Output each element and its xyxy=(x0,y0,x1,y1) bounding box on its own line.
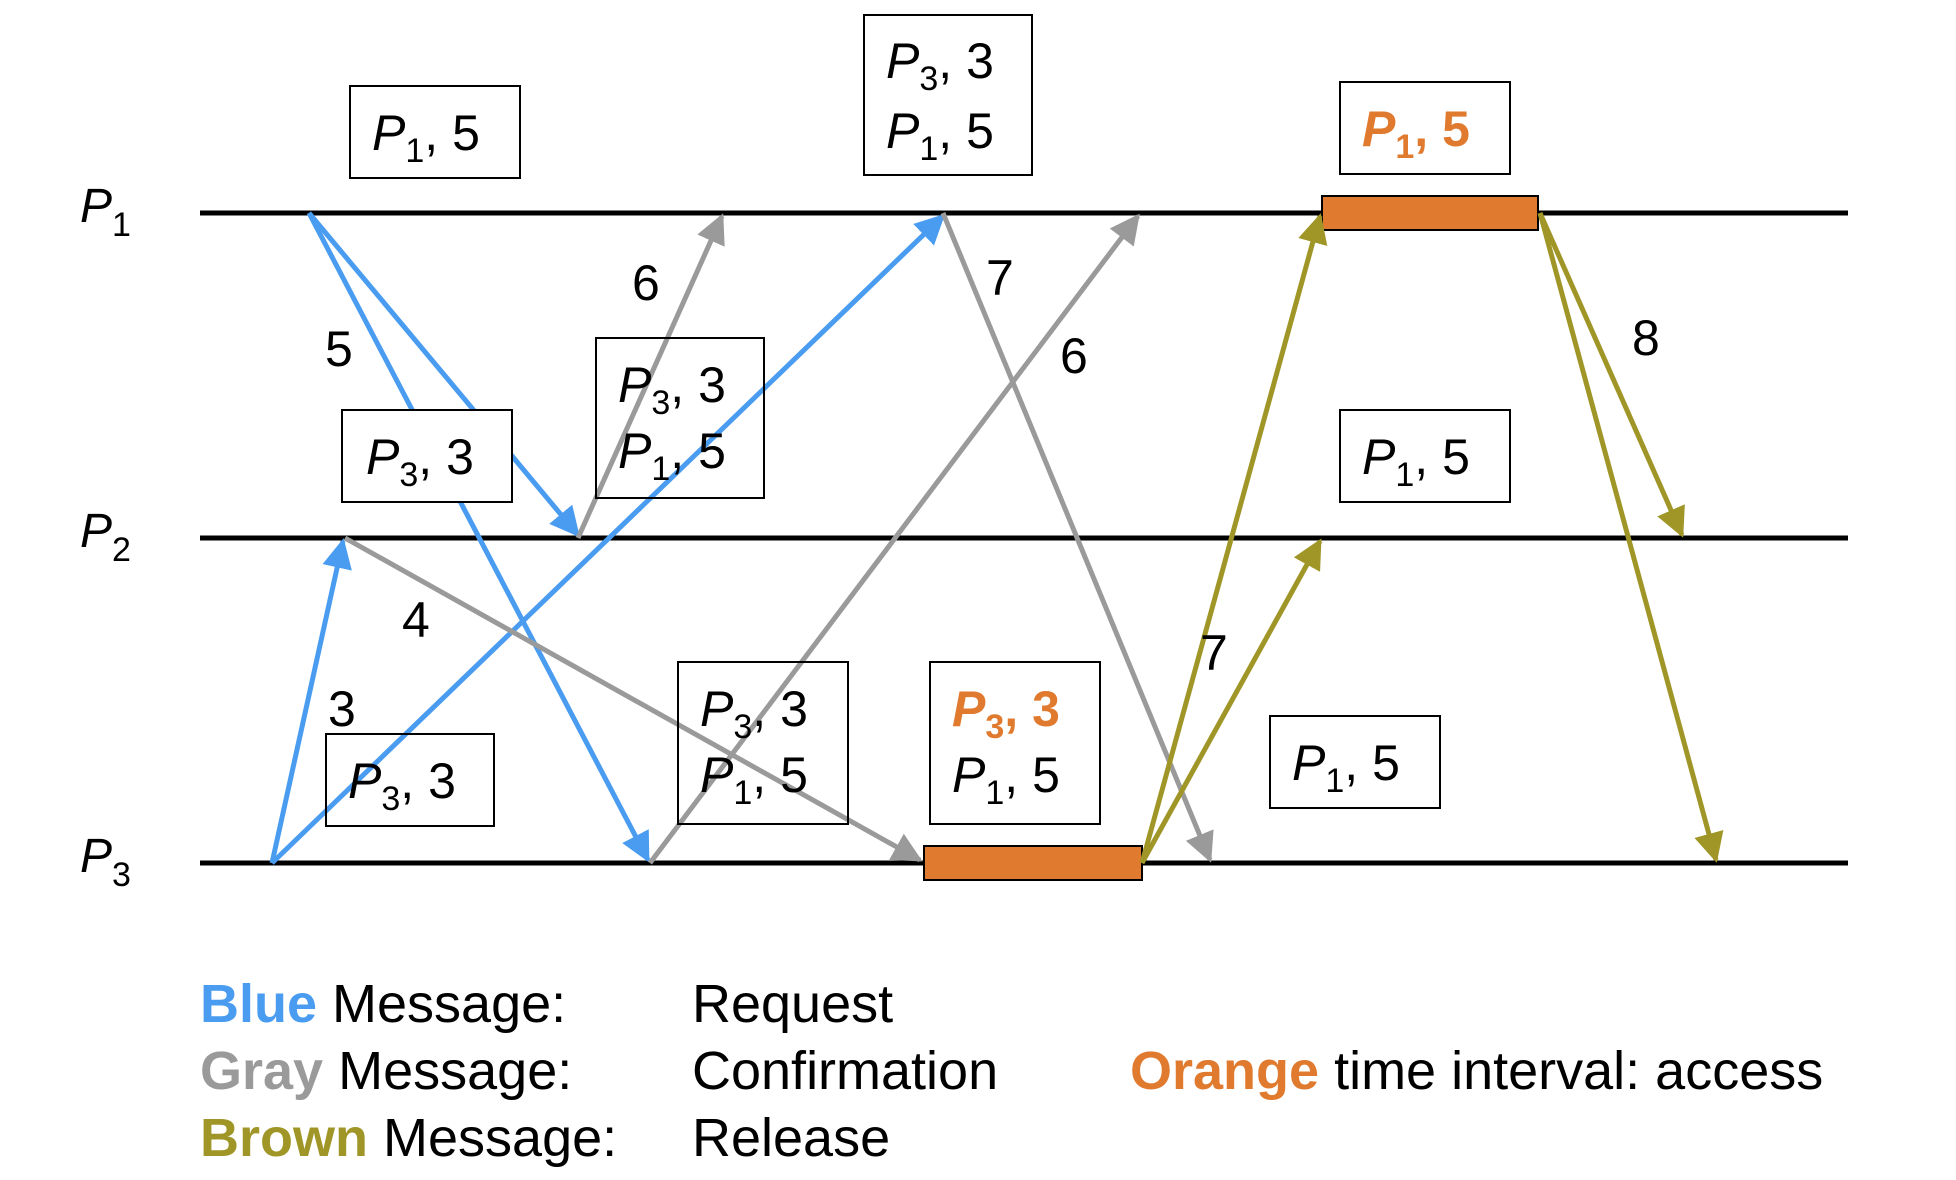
svg-text:P1, 5: P1, 5 xyxy=(886,103,994,168)
svg-text:P1, 5: P1, 5 xyxy=(700,747,808,812)
timestamp-label: 6 xyxy=(632,255,660,311)
queue-box: P3, 3 P1, 5 xyxy=(595,337,765,499)
request-arrow-p1-to-p2 xyxy=(307,211,580,538)
confirm-arrow-p2-to-p1 xyxy=(575,213,725,540)
svg-text:P1, 5: P1, 5 xyxy=(618,423,726,488)
process-label-p2: P2 xyxy=(80,505,131,569)
svg-text:P1, 5: P1, 5 xyxy=(372,105,480,170)
svg-text:P1, 5: P1, 5 xyxy=(1362,429,1470,494)
svg-text:P3, 3: P3, 3 xyxy=(700,681,808,746)
request-arrow-p3-to-p2 xyxy=(269,538,352,864)
svg-text:P3, 3: P3, 3 xyxy=(366,429,474,494)
legend-message-text: Message: xyxy=(338,1041,573,1101)
queue-box: P1, 5 xyxy=(349,85,521,179)
svg-text:P1, 5: P1, 5 xyxy=(1292,735,1400,800)
queue-box: P3, 3 xyxy=(325,733,495,827)
request-arrow-p3-to-p1 xyxy=(270,213,946,865)
legend-gray-label: Gray Message: xyxy=(200,1044,572,1098)
legend-blue-label: Blue Message: xyxy=(200,977,566,1031)
svg-text:P3, 3: P3, 3 xyxy=(886,33,994,98)
queue-box-highlighted: P1, 5 xyxy=(1339,81,1511,175)
access-interval-p1 xyxy=(1321,195,1539,231)
legend-confirmation: Confirmation xyxy=(692,1041,999,1101)
legend-brown-word: Brown xyxy=(200,1108,368,1168)
legend-orange-desc: time interval: access xyxy=(1334,1041,1824,1101)
legend-release: Release xyxy=(692,1108,891,1168)
queue-box: P1, 5 xyxy=(1269,715,1441,809)
legend-request: Request xyxy=(692,974,894,1034)
release-arrow-p1-to-p3 xyxy=(1537,212,1724,863)
legend-orange-word: Orange xyxy=(1130,1041,1320,1101)
process-label-p1: P1 xyxy=(80,180,131,244)
svg-text:P1, 5: P1, 5 xyxy=(1362,101,1470,166)
timestamp-label: 7 xyxy=(986,250,1014,306)
request-arrow-p1-to-p3 xyxy=(306,211,651,863)
release-arrow-p3-to-p1 xyxy=(1139,213,1328,864)
queue-box-highlighted: P3, 3 P1, 5 xyxy=(929,661,1101,825)
access-interval-p3 xyxy=(923,845,1143,881)
timestamp-label: 8 xyxy=(1632,310,1660,366)
confirm-arrow-p1-to-p3 xyxy=(940,212,1214,863)
legend-blue-word: Blue xyxy=(200,974,318,1034)
legend-brown-label: Brown Message: xyxy=(200,1111,617,1165)
confirm-arrow-p3-to-p1 xyxy=(648,213,1140,865)
queue-box: P1, 5 xyxy=(1339,409,1511,503)
svg-text:P3, 3: P3, 3 xyxy=(618,357,726,422)
svg-text:P3, 3: P3, 3 xyxy=(952,681,1060,746)
svg-text:P3, 3: P3, 3 xyxy=(348,753,456,818)
svg-text:P1, 5: P1, 5 xyxy=(952,747,1060,812)
timestamp-label: 7 xyxy=(1200,625,1228,681)
legend-orange-label: Orange time interval: access xyxy=(1130,1044,1823,1098)
legend-gray-word: Gray xyxy=(200,1041,324,1101)
confirm-arrow-p2-to-p3 xyxy=(343,535,923,863)
queue-box: P3, 3 P1, 5 xyxy=(677,661,849,825)
process-label-p3: P3 xyxy=(80,830,131,894)
queue-box: P3, 3 P1, 5 xyxy=(863,14,1033,176)
legend-message-text: Message: xyxy=(383,1108,618,1168)
timestamp-label: 3 xyxy=(328,681,356,737)
timestamp-label: 4 xyxy=(402,592,430,648)
timestamp-label: 6 xyxy=(1060,328,1088,384)
release-arrow-p3-to-p2 xyxy=(1139,538,1323,865)
queue-box: P3, 3 xyxy=(341,409,513,503)
timestamp-label: 5 xyxy=(325,321,353,377)
release-arrow-p1-to-p2 xyxy=(1537,211,1685,538)
legend-message-text: Message: xyxy=(332,974,567,1034)
